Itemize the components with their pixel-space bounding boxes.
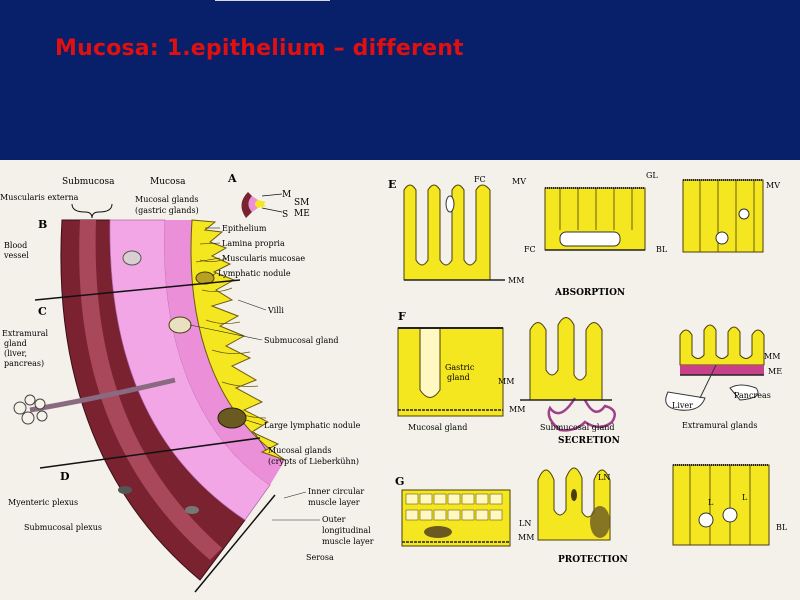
prot-l1: L	[708, 498, 714, 507]
label-lymphatic-nodule: Lymphatic nodule	[218, 269, 291, 278]
label-muscularis-mucosae: Muscularis mucosae	[222, 254, 305, 263]
prot-mm: MM	[518, 533, 534, 542]
leader-lines	[189, 227, 320, 521]
prot-ln1: LN	[598, 473, 610, 482]
sec-gastric-2: gland	[447, 373, 470, 382]
sec-pancreas: Pancreas	[734, 391, 771, 400]
protection-panel-2	[537, 467, 611, 541]
label-submucosa: Submucosa	[62, 177, 115, 187]
secretion-panel-3	[665, 324, 765, 411]
sec-extramural: Extramural glands	[682, 421, 757, 430]
prot-caption: PROTECTION	[558, 555, 628, 565]
label-mucosal-glands-2: (gastric glands)	[135, 206, 199, 215]
label-outer-long-2: longitudinal	[322, 526, 371, 535]
prot-ln2: LN	[519, 519, 531, 528]
absorption-panel-2	[544, 187, 646, 251]
label-muscularis-externa: Muscularis externa	[0, 193, 79, 202]
abs-mv2: MV	[766, 181, 780, 190]
protection-panel-3	[672, 464, 770, 546]
abs-mv1: MV	[512, 177, 526, 186]
label-outer-long-1: Outer	[322, 515, 346, 524]
decorative-line	[215, 0, 330, 1]
myenteric-plexus	[118, 486, 132, 494]
letter-c: C	[38, 305, 47, 318]
sec-mm2: MM	[509, 405, 525, 414]
letter-a: A	[227, 172, 237, 185]
sec-me: ME	[768, 367, 782, 376]
letter-b: B	[38, 218, 47, 231]
epithelium-folds	[190, 219, 286, 461]
label-mucosal-glands-1: Mucosal glands	[135, 195, 198, 204]
protection-panel-1	[401, 489, 511, 547]
label-epithelium: Epithelium	[222, 224, 267, 233]
sec-submucosal-gland: Submucosal gland	[540, 423, 615, 432]
extramural-gland-duct	[29, 377, 176, 413]
sec-liver: Liver	[672, 401, 693, 410]
divider-b-c	[34, 279, 241, 301]
label-lamina-propria: Lamina propria	[222, 239, 285, 248]
label-submucosal-gland: Submucosal gland	[264, 336, 339, 345]
label-extramural-2: gland	[4, 339, 27, 348]
submucosal-gland-blob	[168, 316, 192, 334]
row-letter-g: G	[395, 475, 404, 488]
label-extramural-1: Extramural	[2, 329, 48, 338]
label-mucosa: Mucosa	[150, 177, 186, 187]
prot-bl: BL	[776, 523, 788, 532]
label-crypts-1: Mucosal glands	[268, 446, 331, 455]
inner-muscle-stripe	[79, 220, 222, 560]
inset-a-diagram	[241, 192, 283, 218]
abs-caption: ABSORPTION	[554, 288, 625, 298]
sec-mucosal-gland: Mucosal gland	[408, 423, 467, 432]
abs-bl: BL	[656, 245, 668, 254]
slide-title: Mucosa: 1.epithelium – different	[55, 36, 464, 61]
abs-fc2: FC	[524, 245, 536, 254]
label-villi: Villi	[267, 306, 284, 315]
gi-wall-diagram: M SM S ME A B C D Submucosa Mucosa Muscu…	[0, 172, 374, 593]
sec-gastric-1: Gastric	[445, 363, 475, 372]
label-large-lymphatic-nodule: Large lymphatic nodule	[264, 421, 361, 430]
figure-svg: M SM S ME A B C D Submucosa Mucosa Muscu…	[0, 171, 788, 593]
label-blood-2: vessel	[3, 251, 29, 260]
submucosa-bracket	[71, 203, 113, 219]
divider-serosa	[194, 494, 276, 593]
divider-c-d	[39, 437, 261, 469]
label-extramural-3: (liver,	[4, 349, 27, 358]
large-lymphatic-nodule	[217, 407, 247, 429]
submucosal-plexus	[185, 506, 199, 514]
inset-a-me: ME	[294, 209, 310, 219]
row-letter-f: F	[398, 310, 406, 323]
secretion-panel-2	[520, 317, 617, 432]
label-inner-circular-2: muscle layer	[308, 498, 360, 507]
secretion-panel-1	[397, 327, 504, 417]
prot-l2: L	[742, 493, 748, 502]
label-blood-1: Blood	[4, 241, 27, 250]
sec-mm3: MM	[764, 352, 780, 361]
abs-fc1: FC	[474, 175, 486, 184]
label-extramural-4: pancreas)	[4, 359, 44, 368]
sec-caption: SECRETION	[558, 436, 620, 446]
label-crypts-2: (crypts of Lieberkühn)	[268, 457, 359, 466]
abs-mm: MM	[508, 276, 524, 285]
inset-a-sm: SM	[294, 198, 309, 208]
mucosa-layer	[164, 220, 285, 485]
absorption-panel-1	[403, 184, 505, 281]
histology-figure: M SM S ME A B C D Submucosa Mucosa Muscu…	[0, 160, 800, 600]
absorption-panel-3	[682, 179, 764, 253]
label-inner-circular-1: Inner circular	[308, 487, 364, 496]
inset-a-s: S	[282, 210, 288, 220]
blood-vessel	[122, 250, 142, 266]
sec-mm1: MM	[498, 377, 514, 386]
label-serosa: Serosa	[306, 553, 334, 562]
extramural-gland-cluster	[13, 394, 48, 425]
abs-gl: GL	[646, 171, 658, 180]
label-myenteric: Myenteric plexus	[8, 498, 78, 507]
letter-d: D	[60, 470, 70, 483]
slide-header: Mucosa: 1.epithelium – different	[0, 0, 800, 160]
label-outer-long-3: muscle layer	[322, 537, 374, 546]
inset-a-m: M	[282, 190, 291, 200]
label-submucosal-plexus: Submucosal plexus	[24, 523, 102, 532]
row-letter-e: E	[388, 178, 396, 191]
